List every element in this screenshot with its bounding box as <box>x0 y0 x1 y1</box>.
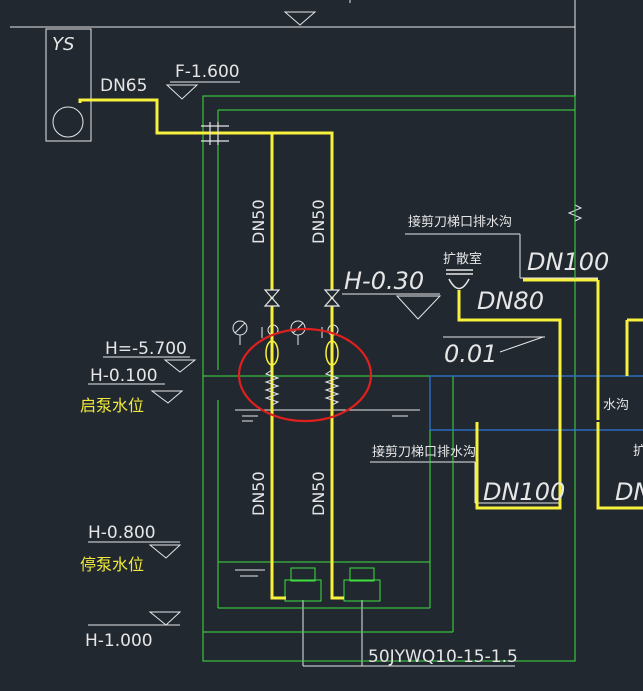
connect-trench-top-label: 接剪刀梯口排水沟 <box>408 214 512 230</box>
connect-trench-mid-label: 接剪刀梯口排水沟 <box>372 444 476 460</box>
flex-joints <box>265 340 339 366</box>
elevation-h-1000: H-1.000 <box>85 631 153 651</box>
diffuser-room-label: 扩散室 <box>443 251 482 267</box>
stop-pump-level-label: 停泵水位 <box>80 555 144 574</box>
dn65-label: DN65 <box>100 76 147 96</box>
cut-right-label: 扩 <box>633 444 643 459</box>
elevation-h-0800: H-0.800 <box>88 523 156 543</box>
gate-valves <box>263 289 341 307</box>
dn50-lower-right: DN50 <box>309 471 328 516</box>
dn100-top-label: DN100 <box>527 248 609 276</box>
start-pump-level-label: 启泵水位 <box>80 396 144 415</box>
dn-right-label: DN <box>615 478 643 506</box>
elevation-h-030: H-0.30 <box>344 267 424 295</box>
slope-label: 0.01 <box>444 340 497 368</box>
ys-label: YS <box>52 34 74 55</box>
dn50-upper-left: DN50 <box>249 199 268 244</box>
dn50-upper-right: DN50 <box>309 199 328 244</box>
trench-outline <box>429 375 643 431</box>
tank-walls <box>202 95 576 662</box>
floor-drain <box>446 269 473 290</box>
f-elevation-label: F-1.600 <box>175 62 240 82</box>
trench-label: 水沟 <box>603 398 629 413</box>
pump-model-label: 50JYWQ10-15-1.5 <box>368 647 518 667</box>
elevation-h-0100: H-0.100 <box>90 366 158 386</box>
white-linework <box>10 0 598 667</box>
highlight-circle <box>237 327 373 423</box>
bellows <box>264 369 340 406</box>
dn80-label: DN80 <box>477 287 544 315</box>
dn50-lower-left: DN50 <box>249 471 268 516</box>
elevation-h-5700: H=-5.700 <box>105 339 187 359</box>
dn100-bottom-label: DN100 <box>483 478 565 506</box>
flange-fitting <box>201 122 229 145</box>
